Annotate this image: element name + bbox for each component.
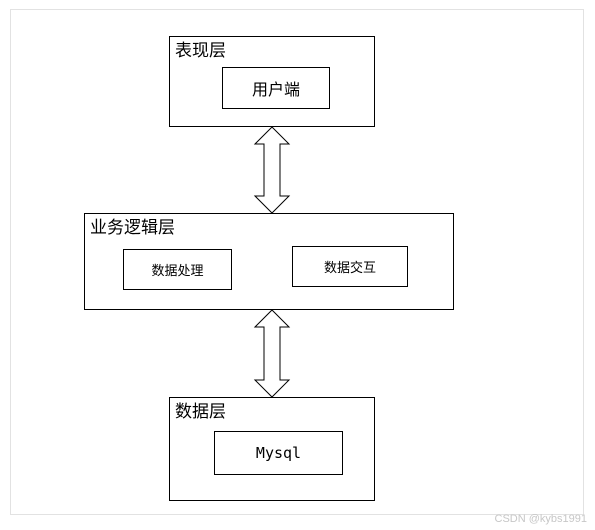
business-logic-layer: 业务逻辑层 数据处理 数据交互 <box>84 213 454 310</box>
data-layer-title: 数据层 <box>175 402 226 422</box>
presentation-layer: 表现层 用户端 <box>169 36 375 127</box>
presentation-layer-title: 表现层 <box>175 41 226 61</box>
mysql-box: Mysql <box>214 431 343 475</box>
data-processing-box: 数据处理 <box>123 249 232 290</box>
watermark: CSDN @kybs1991 <box>494 513 587 525</box>
data-interaction-label: 数据交互 <box>323 261 376 276</box>
data-processing-label: 数据处理 <box>151 264 204 279</box>
client-box: 用户端 <box>222 67 330 109</box>
mysql-box-label: Mysql <box>255 444 302 462</box>
data-layer: 数据层 Mysql <box>169 397 375 501</box>
data-interaction-box: 数据交互 <box>292 246 408 287</box>
client-box-label: 用户端 <box>251 80 300 99</box>
business-logic-layer-title: 业务逻辑层 <box>90 218 175 238</box>
double-arrow-bottom <box>253 309 291 398</box>
double-arrow-top <box>253 126 291 214</box>
